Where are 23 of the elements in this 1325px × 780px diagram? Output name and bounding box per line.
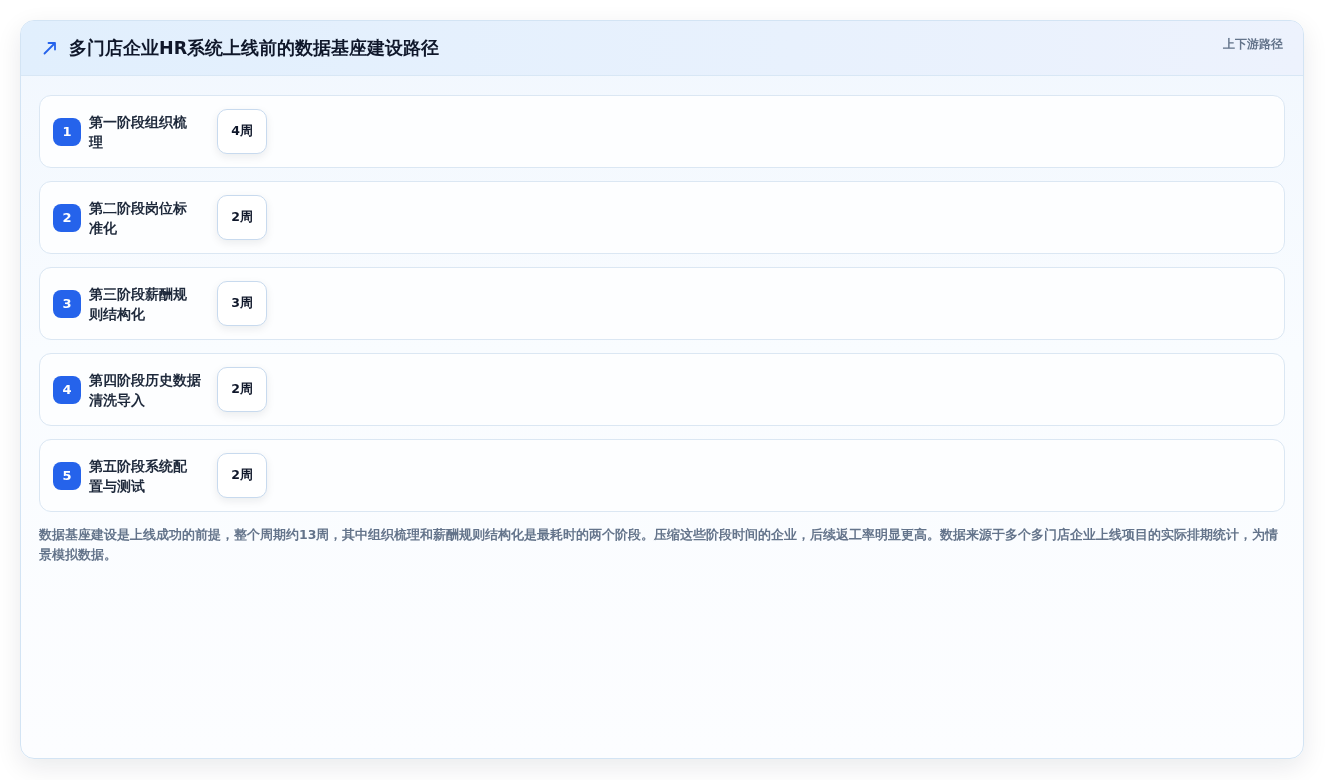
duration-box: 3周 <box>217 281 267 326</box>
stage-name: 第五阶段系统配置与测试 <box>89 456 188 496</box>
stage-row <box>39 353 1285 426</box>
caption-text: 数据基座建设是上线成功的前提，整个周期约13周，其中组织梳理和薪酬规则结构化是最耗时的两个阶段。压缩这些阶段时间的企业，后续返工率明显更高。数据来源于多个多门店企业上线项目的实际排期统计，为情景模拟数据。 <box>39 526 1280 564</box>
panel-title: 多门店企业HR系统上线前的数据基座建设路径 <box>69 37 440 60</box>
stage-name: 第二阶段岗位标准化 <box>89 198 188 238</box>
stage-row <box>39 95 1285 168</box>
duration-box: 2周 <box>217 453 267 498</box>
duration-box: 2周 <box>217 367 267 412</box>
step-number-badge: 5 <box>53 461 81 490</box>
stage-row <box>39 439 1285 512</box>
stage-name: 第四阶段历史数据清洗导入 <box>89 370 202 410</box>
step-number-badge: 4 <box>53 375 81 404</box>
step-number-badge: 3 <box>53 289 81 318</box>
header-note: 上下游路径 <box>1223 36 1283 52</box>
stage-name: 第一阶段组织梳理 <box>89 112 188 152</box>
step-number-badge: 1 <box>53 117 81 146</box>
stage-row <box>39 267 1285 340</box>
duration-box: 4周 <box>217 109 267 154</box>
step-number-badge: 2 <box>53 203 81 232</box>
duration-box: 2周 <box>217 195 267 240</box>
stage-row <box>39 181 1285 254</box>
stage-name: 第三阶段薪酬规则结构化 <box>89 284 188 324</box>
